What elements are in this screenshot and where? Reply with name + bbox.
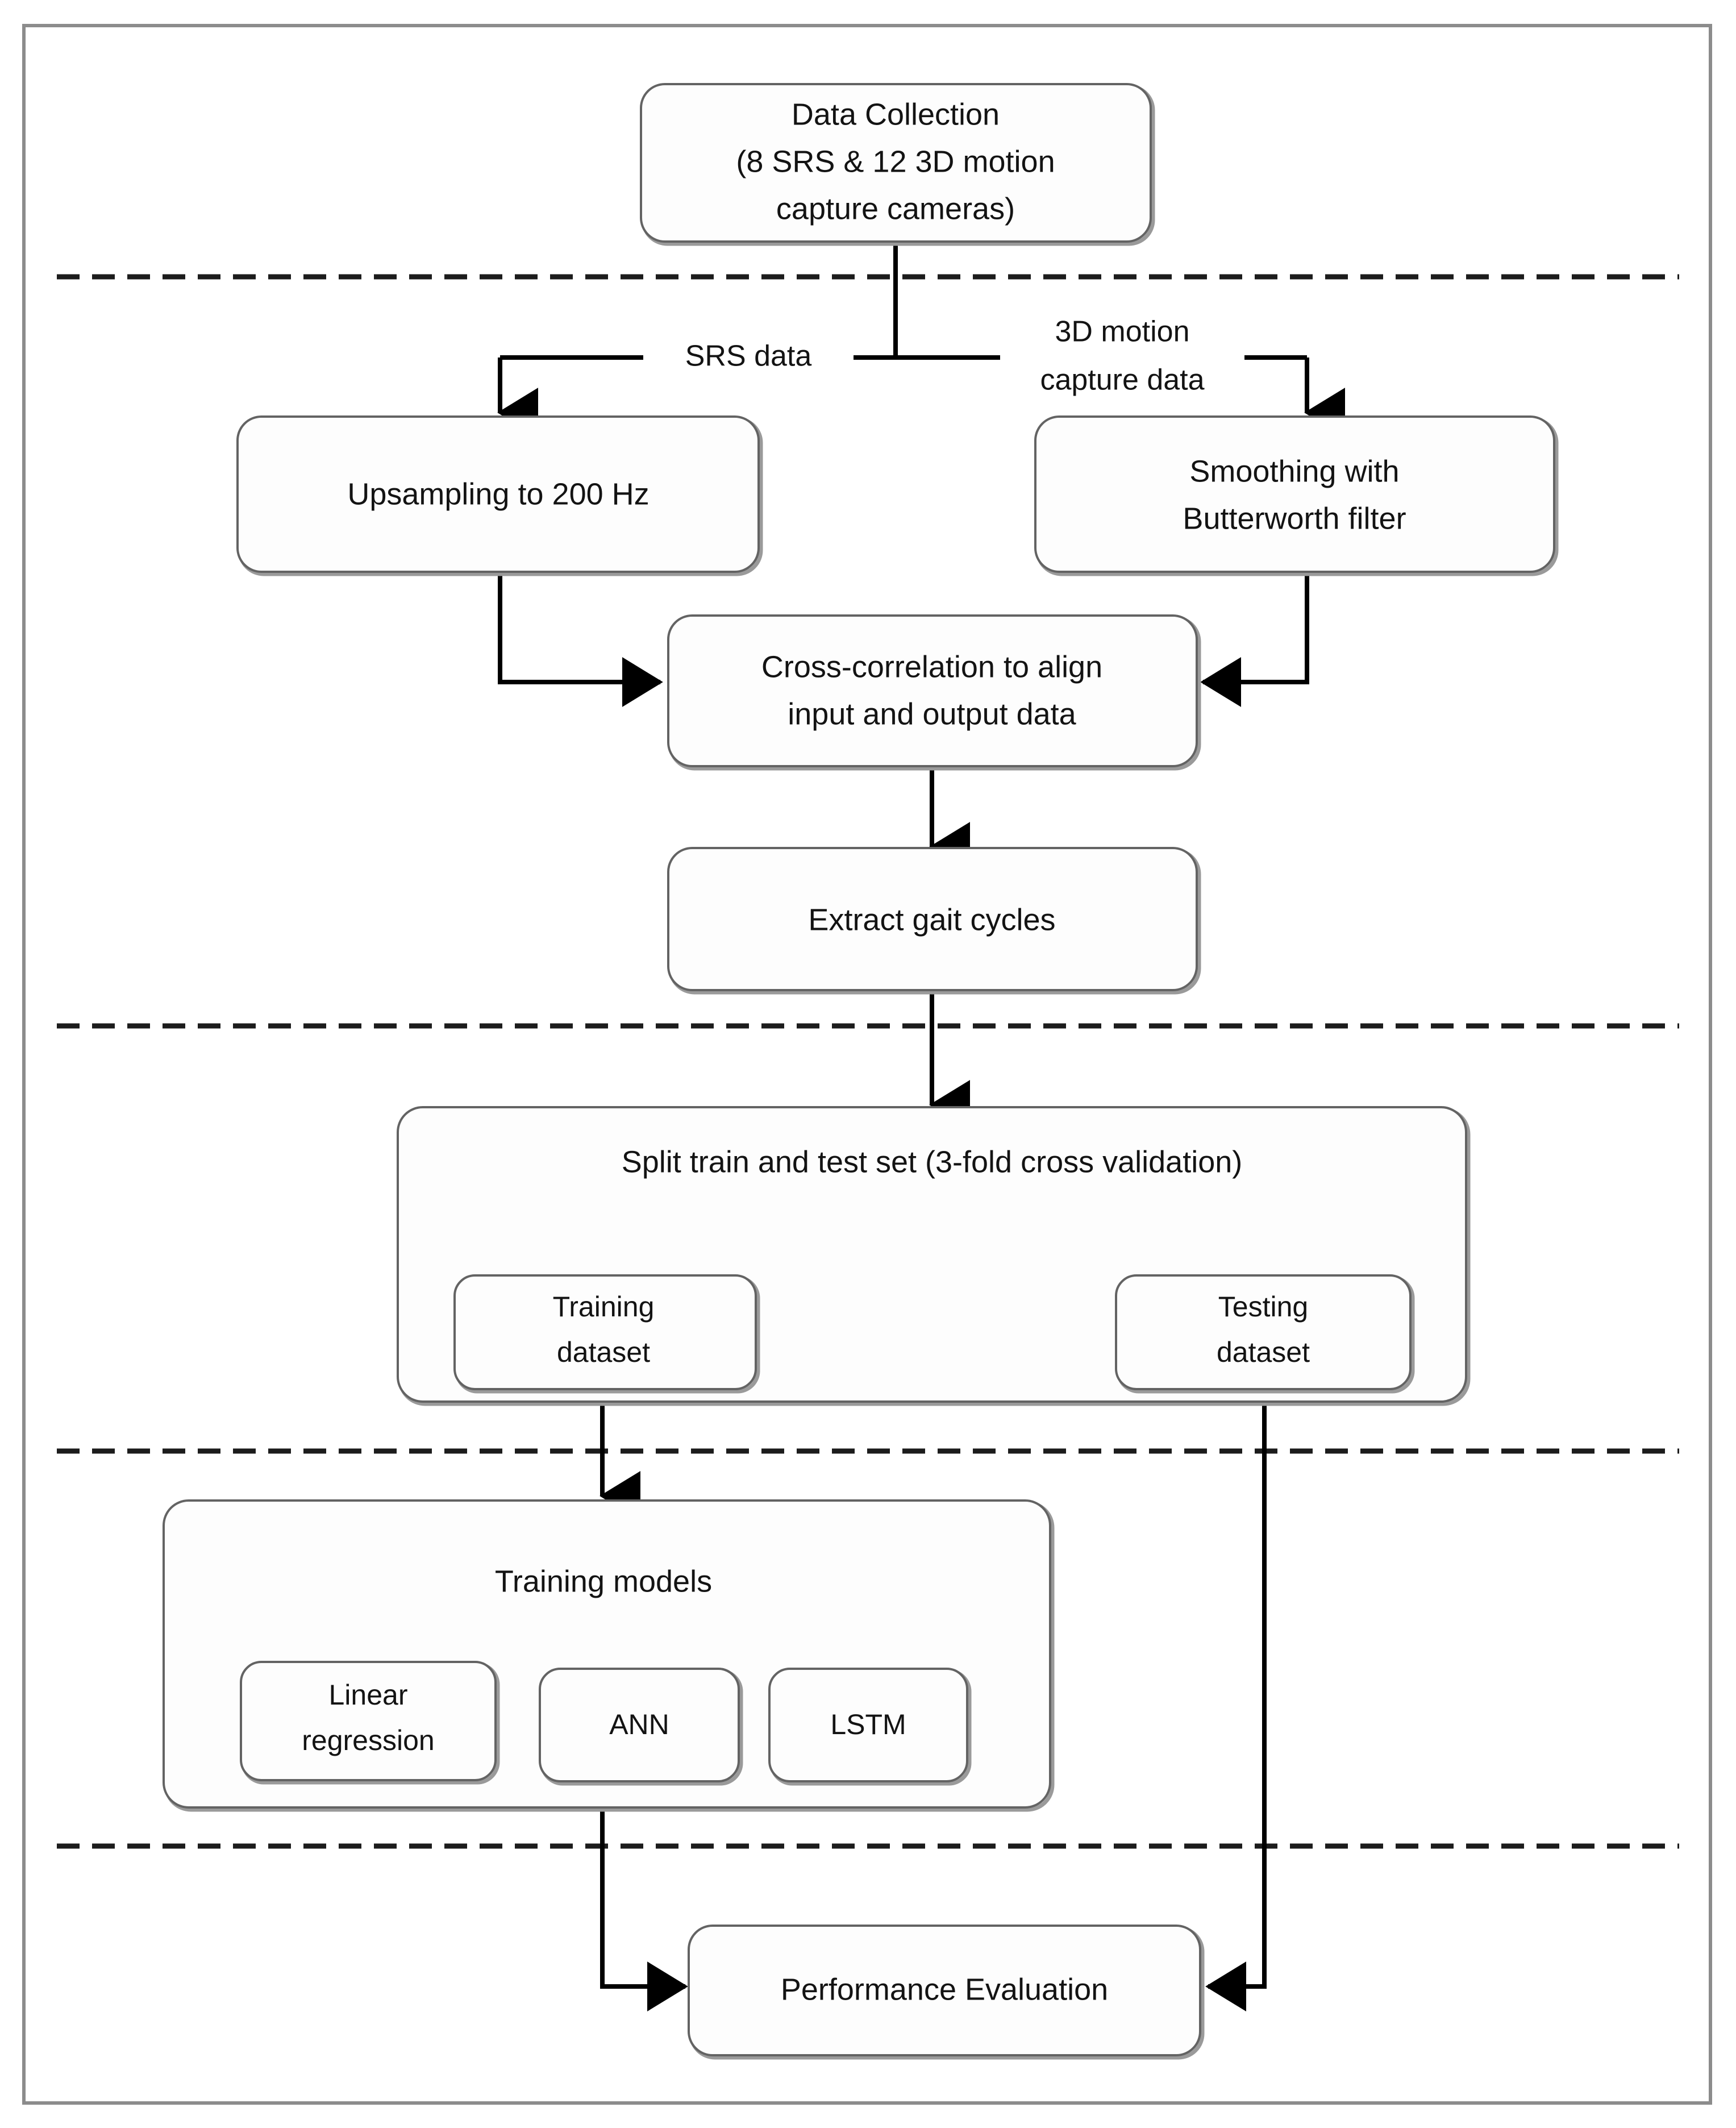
node-performance-evaluation-body — [688, 1925, 1201, 2056]
node-extract-gait-cycles[interactable]: Extract gait cycles — [667, 847, 1201, 995]
node-training-dataset-line1: Training — [553, 1291, 655, 1323]
node-linear-regression-line1: Linear — [329, 1679, 408, 1711]
node-testing-dataset-body — [1115, 1274, 1412, 1390]
node-linear-regression-line2: regression — [302, 1724, 434, 1756]
node-data-collection-line1: Data Collection — [792, 97, 1000, 131]
connector-testing-dataset-to-performance — [1205, 1387, 1267, 2011]
node-linear-regression-body — [240, 1661, 497, 1781]
node-data-collection-body — [640, 83, 1152, 243]
edge-label-srs-data: SRS data — [643, 340, 854, 375]
node-upsampling-body — [236, 415, 760, 573]
node-smoothing[interactable]: Smoothing with Butterworth filter — [1034, 415, 1559, 576]
node-cross-correlation-body — [667, 614, 1198, 767]
node-upsampling-label: Upsampling to 200 Hz — [347, 477, 649, 511]
edge-label-srs-data-mask — [643, 340, 854, 375]
node-testing-dataset-line1: Testing — [1218, 1291, 1308, 1323]
node-data-collection-line2: (8 SRS & 12 3D motion — [736, 144, 1055, 178]
node-training-dataset-body — [453, 1274, 757, 1390]
node-smoothing-line2: Butterworth filter — [1183, 501, 1406, 535]
edge-label-motion-capture-line2: capture data — [1040, 364, 1204, 397]
node-cross-correlation-line2: input and output data — [788, 697, 1076, 731]
node-performance-evaluation-label: Performance Evaluation — [781, 1972, 1108, 2006]
node-extract-gait-cycles-body — [667, 847, 1198, 991]
node-testing-dataset-line2: dataset — [1217, 1336, 1310, 1368]
node-training-dataset-line2: dataset — [557, 1336, 650, 1368]
node-extract-gait-cycles-label: Extract gait cycles — [808, 903, 1055, 937]
node-training-models-label: Training models — [495, 1564, 712, 1598]
node-ann-label: ANN — [609, 1709, 669, 1740]
connector-smoothing-to-crosscorr — [1200, 574, 1309, 707]
node-cross-correlation[interactable]: Cross-correlation to align input and out… — [667, 614, 1201, 771]
node-ann[interactable]: ANN — [539, 1668, 743, 1786]
node-testing-dataset[interactable]: Testing dataset — [1115, 1274, 1415, 1394]
edge-label-motion-capture-data: 3D motion capture data — [1000, 315, 1244, 397]
node-data-collection-line3: capture cameras) — [776, 192, 1015, 226]
edge-label-srs-data-text: SRS data — [685, 340, 812, 373]
node-lstm-body — [768, 1668, 968, 1782]
connector-upsampling-to-crosscorr — [498, 574, 663, 707]
node-smoothing-line1: Smoothing with — [1189, 454, 1399, 488]
node-training-dataset[interactable]: Training dataset — [453, 1274, 760, 1394]
node-ann-body — [539, 1668, 740, 1782]
node-data-collection[interactable]: Data Collection (8 SRS & 12 3D motion ca… — [640, 83, 1155, 246]
edge-label-motion-capture-line1: 3D motion — [1055, 315, 1190, 348]
node-upsampling[interactable]: Upsampling to 200 Hz — [236, 415, 763, 576]
node-cross-correlation-line1: Cross-correlation to align — [761, 650, 1102, 684]
node-lstm[interactable]: LSTM — [768, 1668, 972, 1786]
connector-models-to-performance — [600, 1807, 688, 2011]
outer-frame — [22, 24, 1712, 2105]
edge-label-motion-capture-mask — [1000, 340, 1244, 375]
node-lstm-label: LSTM — [830, 1709, 906, 1740]
node-split-sets-label: Split train and test set (3-fold cross v… — [622, 1145, 1243, 1179]
node-performance-evaluation[interactable]: Performance Evaluation — [688, 1925, 1205, 2060]
node-linear-regression[interactable]: Linear regression — [240, 1661, 500, 1785]
node-smoothing-body — [1034, 415, 1555, 573]
